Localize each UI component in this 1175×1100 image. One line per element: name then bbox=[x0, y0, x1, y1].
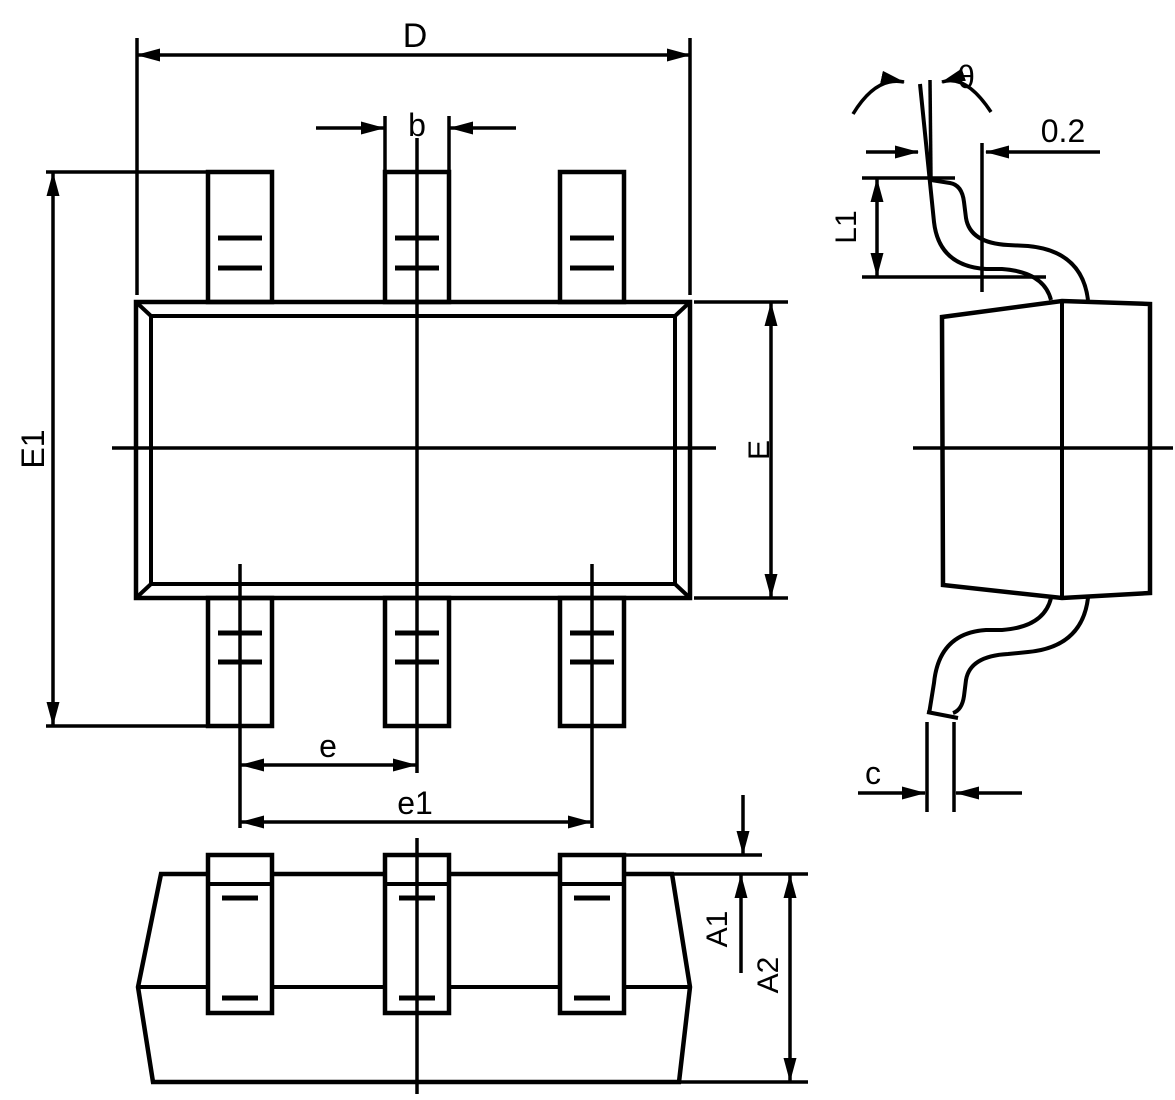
dim-L1: L1 bbox=[830, 176, 1046, 279]
angle-arc-left bbox=[851, 70, 905, 115]
dim-c: c bbox=[858, 722, 1022, 812]
top-lead-outer-edge bbox=[918, 83, 1053, 301]
body-inner-edge bbox=[149, 314, 677, 586]
vertical-reference-line bbox=[928, 79, 933, 181]
front-pin-1 bbox=[205, 852, 275, 1016]
dim-label-D: D bbox=[403, 17, 428, 55]
front-view: A1 A2 bbox=[135, 795, 808, 1094]
dim-e: e bbox=[240, 728, 417, 772]
bottom-lead-outer-edge bbox=[927, 597, 1053, 715]
dim-label-E: E bbox=[743, 440, 776, 460]
bevel-line bbox=[134, 582, 153, 600]
dim-label-0.2: 0.2 bbox=[1041, 113, 1085, 149]
lead-tip-cut-line bbox=[926, 710, 959, 720]
dim-A1-A2: A1 A2 bbox=[624, 795, 808, 1084]
dim-e1: e1 bbox=[240, 785, 592, 829]
front-pin-3 bbox=[557, 852, 627, 1016]
bevel-line bbox=[673, 582, 692, 600]
dim-label-A1: A1 bbox=[701, 911, 734, 948]
dim-label-b: b bbox=[408, 107, 426, 143]
dim-label-L1: L1 bbox=[830, 210, 863, 243]
dim-label-theta: θ bbox=[957, 59, 975, 95]
dim-label-e: e bbox=[319, 728, 337, 764]
dim-label-e1: e1 bbox=[397, 785, 433, 821]
body-outline bbox=[133, 299, 693, 601]
bevel-line bbox=[673, 300, 692, 318]
dim-label-A2: A2 bbox=[752, 957, 785, 994]
top-view: D b E1 E e bbox=[15, 17, 788, 829]
dim-b: b bbox=[316, 107, 516, 171]
side-view: θ 0.2 L1 c bbox=[830, 59, 1173, 812]
top-lead-inner-edge bbox=[930, 178, 1090, 301]
dim-label-E1: E1 bbox=[15, 429, 51, 468]
bevel-line bbox=[134, 300, 153, 318]
dim-0.2: 0.2 bbox=[866, 113, 1100, 292]
dim-E: E bbox=[694, 300, 788, 600]
angle-arc-right bbox=[941, 68, 993, 113]
dim-D: D bbox=[135, 17, 692, 295]
dim-label-c: c bbox=[865, 755, 881, 791]
bottom-lead-inner-edge bbox=[952, 597, 1090, 715]
dim-theta: θ bbox=[851, 59, 993, 181]
dim-E1: E1 bbox=[15, 170, 206, 728]
